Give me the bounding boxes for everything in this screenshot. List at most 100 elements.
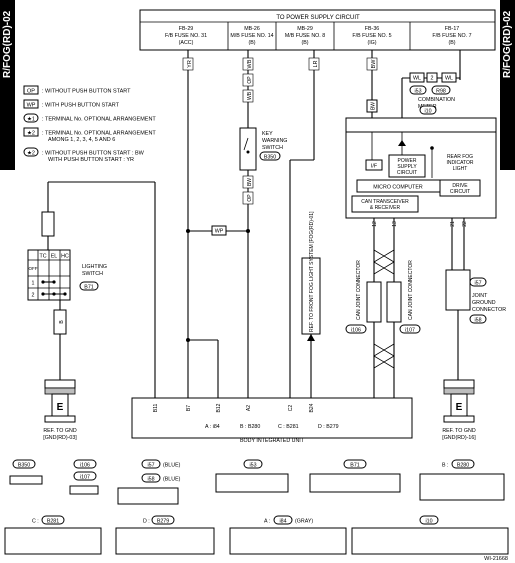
meter-pin-3: 21 [450,221,456,227]
bu-conn-a: A : i84 [205,424,220,430]
legend-text-5: : WITHOUT PUSH BUTTON START : BW [42,150,145,156]
lighting-label1: LIGHTING [82,264,107,270]
meter-label1: COMBINATION [418,97,455,103]
legend-text-4: : TERMINAL No. OPTIONAL ARRANGEMENT [42,130,156,136]
fuse-1-line1: FB-29 [179,26,193,32]
wire-lr-top: LR [313,60,319,67]
page-id-tab-left: R/FOG(RD)-02 [0,0,15,170]
key-warning-conn: B350 [264,154,276,160]
conn-list-i107: i107 [80,474,90,480]
gnd-left-l2: [GND(RD)-03] [43,435,77,441]
fuse-2-line3: (B) [248,40,255,46]
key-warning-switch [239,127,257,171]
bu-pin-4: A2 [246,405,252,411]
ls-row-off: OFF [29,266,38,271]
wire-op-key: OP [247,76,253,84]
conn-list-i106: i106 [80,462,90,468]
fuse-2-line2: M/B FUSE NO. 14 [230,33,273,39]
svg-text:E: E [57,402,64,413]
conn-list-b281: B281 [47,518,59,524]
can-joint-1-label: CAN JOINT CONNECTOR [356,260,362,320]
drive-l1: DRIVE [452,183,468,189]
bu-conn-c: C : B281 [278,424,299,430]
legend-text-4b: AMONG 1, 2, 3, 4, 5 AND 6 [48,137,115,143]
wire-yr-top: YR [187,60,193,68]
conn-list-i53: i53 [249,462,256,468]
bu-pin-1: B11 [153,404,159,413]
lighting-label2: SWITCH [82,271,103,277]
lighting-switch-table: TC EL HC OFF 1 2 [27,249,71,301]
conn-list-b281-prefix: C : [32,518,39,524]
bu-pin-2: B7 [186,405,192,411]
svg-text:2: 2 [431,76,434,82]
can-l2: & RECEIVER [370,205,401,211]
micro-computer: MICRO COMPUTER [373,185,423,191]
joint-ground-conn2: i58 [474,317,481,323]
fuse-5-line1: FB-17 [445,26,459,32]
fuse-4-line1: FB-36 [365,26,379,32]
rear-fog-l2: INDICATOR [446,160,473,166]
bu-pin-6: B24 [309,403,315,412]
ls-col-tc: TC [39,254,46,260]
conn-list-b279-prefix: D : [143,518,150,524]
meter-pin-2: 13 [392,221,398,227]
key-warning-label1: KEY [262,131,273,137]
lighting-conn: B71 [84,284,93,290]
legend-text-5b: WITH PUSH BUTTON START : YR [48,157,134,163]
power-supply-box [139,9,496,51]
conn-list-b280-prefix: B : [442,462,448,468]
legend-sym-4: ★2 [27,129,35,136]
conn-list-b280: B280 [457,462,469,468]
fuse-3-line1: MB-29 [297,26,313,32]
meter-if: I/F [371,163,378,169]
conn-list-i58-color: (BLUE) [163,476,181,482]
joint-ground-l2: GROUND [472,300,496,306]
conn-list-b350: B350 [18,462,30,468]
power-supply-l3: CIRCUIT [397,170,417,176]
fuse-2-line1: MB-26 [244,26,260,32]
legend-sym-1: OP [27,88,35,94]
joint-ground-l1: JOINT [472,293,488,299]
wire-b-ls: B [59,320,65,324]
power-supply-l2: SUPPLY [397,164,417,170]
fuse-3-line2: M/B FUSE NO. 8 [285,33,325,39]
bu-conn-d: D : B279 [318,424,339,430]
meter-conn-r98: R98 [436,88,446,94]
legend-text-2: : WITH PUSH BUTTON START [42,102,120,108]
joint-ground-connector [445,269,471,311]
wire-bw-top: BW [371,59,377,69]
wire-wp: WP [215,229,224,235]
power-supply-l1: POWER [398,158,417,164]
ls-col-hc: HC [61,254,69,260]
drive-l2: CIRCUIT [450,189,470,195]
conn-list-i57: i57 [147,462,154,468]
gnd-left-l1: REF. TO GND [43,428,77,434]
conn-list-i84: i84 [279,518,286,524]
bu-pin-5: C2 [288,405,294,412]
conn-list-i84-color: (GRAY) [295,518,313,524]
can-l1: CAN TRANSCEIVER [361,199,409,205]
fuse-3-line3: (B) [301,40,308,46]
wire-wl-2: WL [445,76,453,82]
figure-code: WI-21668 [484,556,508,562]
legend-sym-3: ★1 [27,115,35,122]
bu-pin-3: B12 [216,403,222,412]
gnd-right-l1: REF. TO GND [442,428,476,434]
rear-fog-l3: LIGHT [453,166,468,172]
conn-list-i58: i58 [147,476,154,482]
key-warning-label2: WARNING [262,138,287,144]
joint-ground-l3: CONNECTOR [472,307,506,313]
joint-ground-conn: i57 [474,280,481,286]
legend-sym-2: WP [27,102,36,108]
ls-row-1: 1 [32,281,35,287]
fuse-5-line3: (B) [448,40,455,46]
legend: OP : WITHOUT PUSH BUTTON START WP : WITH… [23,85,156,163]
wire-wb-top: WB [247,59,253,68]
front-fog-ref: REF. TO FRONT FOG LIGHT SYSTEM [FOG(RD)-… [309,211,315,332]
legend-text-3: : TERMINAL No. OPTIONAL ARRANGEMENT [42,116,156,122]
can-joint-1-conn: i106 [351,327,361,333]
body-integrated-unit [131,397,413,439]
conn-list-b279: B279 [157,518,169,524]
meter-pin-1: 12 [372,221,378,227]
connector-list: B350 i106 i107 i57 (BLUE) i58 (BLUE) i53… [4,459,509,555]
